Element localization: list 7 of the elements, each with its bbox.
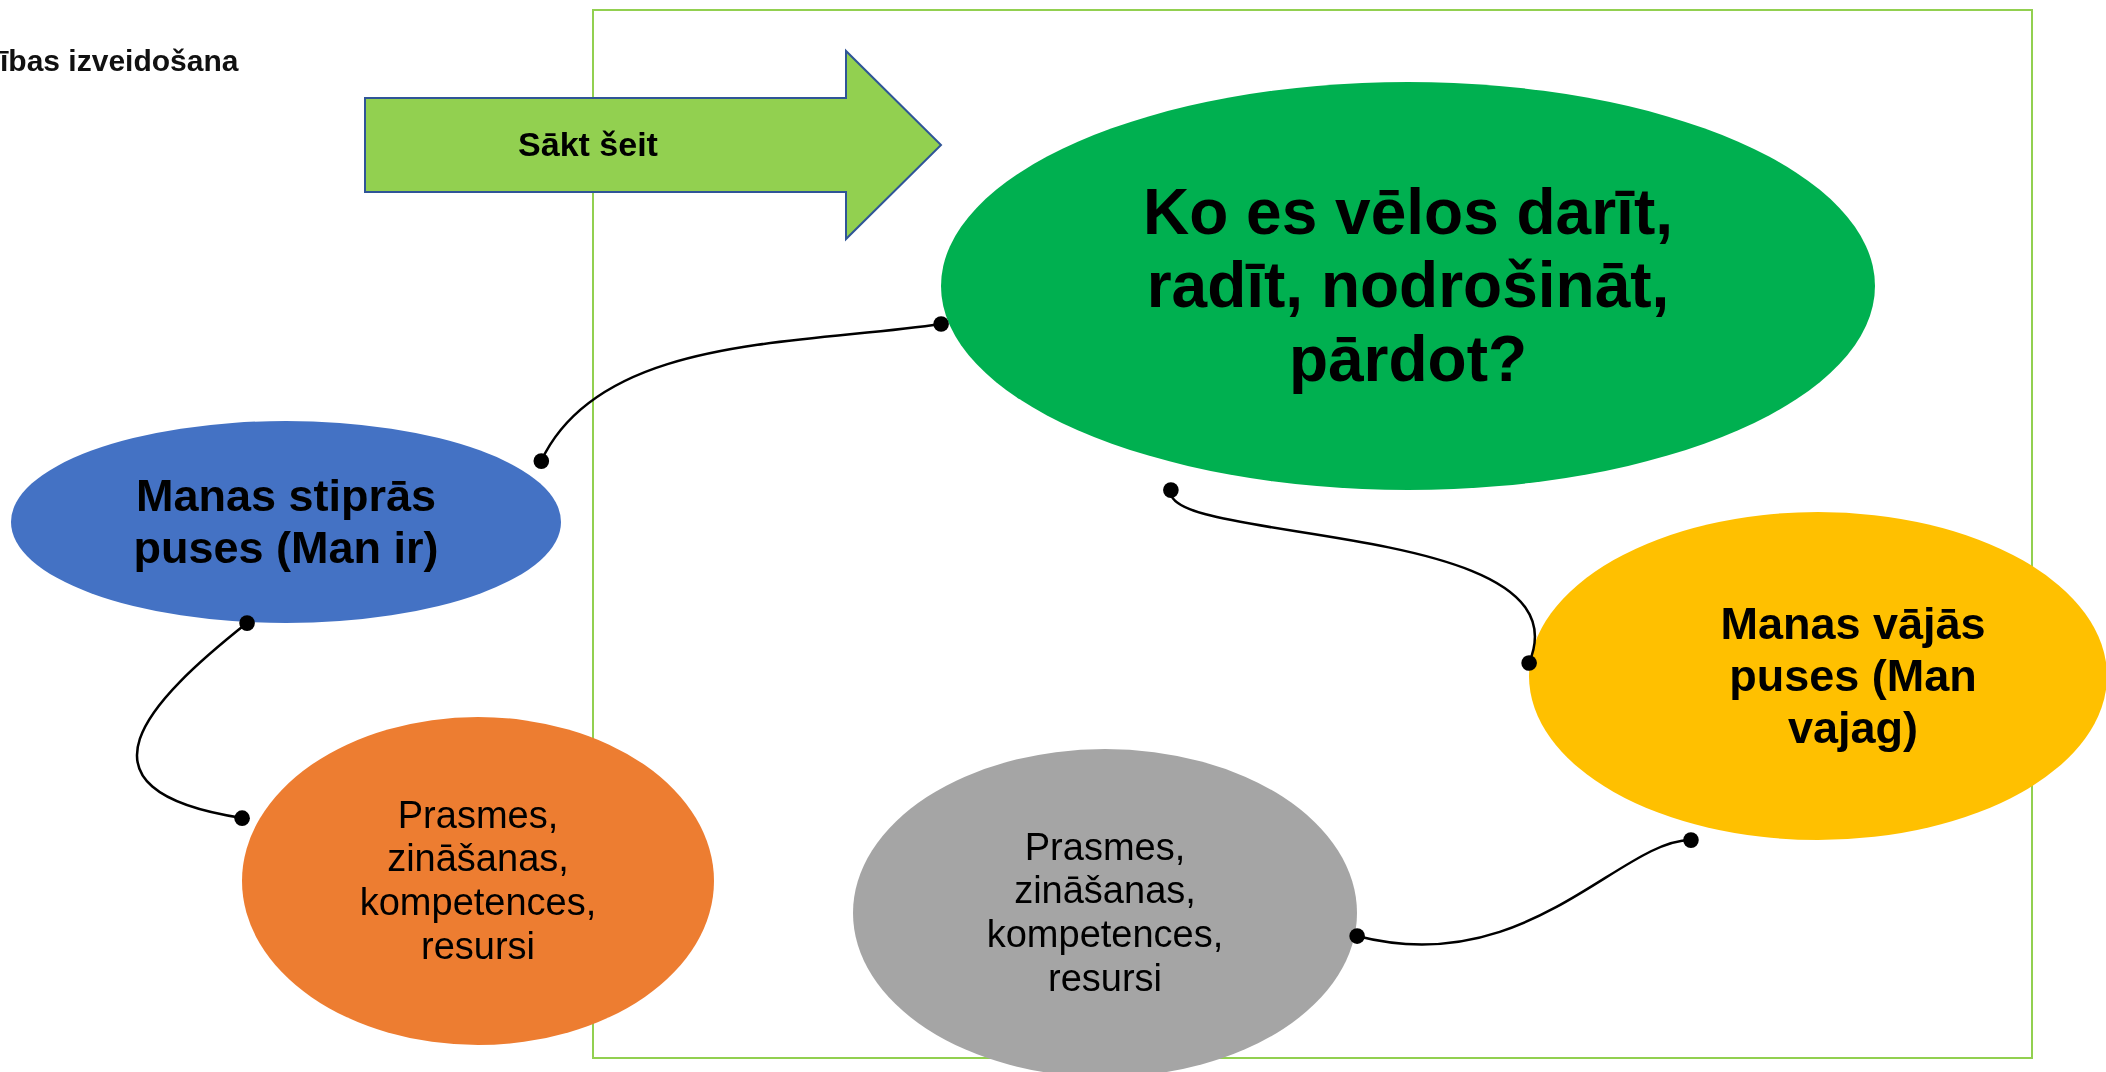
node-label: Prasmes, zināšanas, kompetences, resursi	[358, 793, 598, 969]
node-label: Prasmes, zināšanas, kompetences, resursi	[985, 825, 1225, 1001]
node-label: Manas vājās puses (Man vajag)	[1719, 598, 1987, 754]
node-label: Ko es vēlos darīt, radīt, nodrošināt, pārdot?	[1142, 175, 1674, 397]
title: ības izveidošana	[0, 44, 239, 78]
node-label: Manas stiprās puses (Man ir)	[132, 470, 440, 574]
node-label: Sākt šeit	[518, 125, 658, 165]
